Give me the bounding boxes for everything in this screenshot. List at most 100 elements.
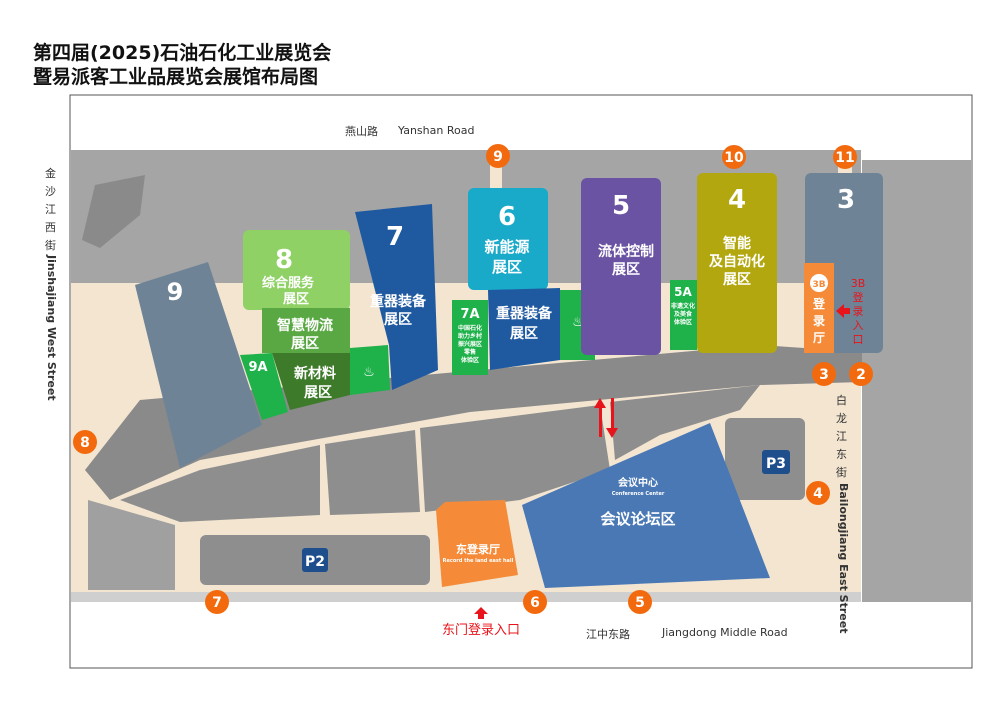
svg-text:沙: 沙 — [45, 185, 56, 198]
land-block — [88, 500, 175, 590]
west-road-cn: 金沙 江西 街 — [45, 166, 56, 252]
hall-3b-number: 3B — [812, 280, 825, 290]
hall-6-new-energy[interactable] — [468, 188, 548, 290]
svg-text:11: 11 — [835, 150, 854, 166]
svg-text:3B: 3B — [851, 277, 866, 290]
hall-4-zone: 智能 — [722, 235, 751, 252]
conference-label-en: Conference Center — [612, 491, 665, 497]
svg-text:西: 西 — [45, 221, 56, 234]
arrow-up-icon — [474, 607, 488, 619]
parking-badge-p2 — [302, 548, 328, 572]
two-way-arrow-icon — [594, 398, 618, 438]
arrow-left-icon — [836, 304, 850, 318]
main-corridor — [85, 345, 862, 500]
hall-6-zone1: 展区 — [492, 258, 522, 276]
hall-4-zone: 及自动化 — [709, 253, 765, 270]
hall-8-zone2: 智慧物流 — [276, 317, 333, 334]
land-block — [610, 385, 760, 460]
svg-text:体验区: 体验区 — [674, 318, 692, 326]
hall-5-number: 5 — [612, 191, 630, 221]
hall-8-materials-zone[interactable] — [272, 353, 350, 410]
hall-5-zone: 流体控制 — [598, 243, 654, 260]
hall-8-zone1: 综合服务 — [262, 275, 315, 291]
svg-text:江: 江 — [836, 430, 847, 443]
hall-7-number: 7 — [386, 222, 404, 252]
north-road-en: Yanshan Road — [397, 124, 474, 137]
hall-7[interactable] — [355, 204, 438, 390]
svg-text:10: 10 — [724, 150, 744, 166]
hall-9[interactable] — [135, 262, 262, 468]
hall-5[interactable] — [581, 178, 661, 355]
gate-9: 9 — [486, 144, 510, 168]
hall-8-food-area[interactable] — [350, 345, 390, 395]
svg-text:街: 街 — [836, 465, 847, 479]
hall-7a-number: 7A — [460, 307, 479, 322]
svg-text:龙: 龙 — [836, 412, 847, 425]
svg-text:登: 登 — [853, 290, 864, 304]
hall-6-zone2: 展区 — [510, 326, 538, 342]
east-road-cn: 白龙 江东 街 — [836, 393, 847, 479]
hall-8-service-zone[interactable] — [243, 230, 350, 310]
hall-4-zone: 展区 — [723, 272, 751, 288]
hall-3b-zone: 录 — [813, 314, 825, 328]
hall-5a-zone: 非遗文化 及美食 体验区 — [671, 302, 695, 326]
hall-3b-zone: 厅 — [813, 331, 825, 345]
east-registration-hall[interactable] — [436, 500, 518, 587]
hall-8-zone2: 展区 — [291, 336, 319, 352]
hall-6-heavy-equipment[interactable] — [488, 288, 560, 370]
hall-9a[interactable] — [240, 353, 288, 420]
hall-7-zone: 展区 — [384, 312, 412, 328]
hall-3b-zone: 登 — [812, 296, 826, 311]
svg-text:金: 金 — [45, 166, 56, 180]
3b-entrance-label: 3B 登 录 入 口 — [851, 277, 866, 346]
east-entrance-label: 东门登录入口 — [442, 623, 520, 638]
svg-text:4: 4 — [813, 486, 823, 502]
hall-6-number: 6 — [498, 202, 516, 232]
hall-7a[interactable] — [452, 300, 488, 375]
svg-text:零售: 零售 — [463, 348, 476, 356]
gate-6: 6 — [523, 590, 547, 614]
svg-text:中国石化: 中国石化 — [458, 324, 482, 332]
gate-3: 3 — [812, 362, 836, 386]
gate-10: 10 — [722, 145, 746, 169]
gate-5: 5 — [628, 590, 652, 614]
svg-text:8: 8 — [80, 435, 90, 451]
parking-label: P2 — [305, 554, 325, 570]
svg-text:入: 入 — [853, 319, 864, 332]
south-road-edge — [71, 592, 861, 602]
hall-5a-number: 5A — [674, 285, 692, 299]
northwest-block — [82, 175, 145, 248]
svg-text:口: 口 — [853, 333, 864, 346]
svg-text:助力乡村: 助力乡村 — [458, 332, 482, 340]
hall-8-logistics-zone[interactable] — [262, 308, 350, 353]
svg-text:6: 6 — [530, 595, 540, 611]
gate-2: 2 — [849, 362, 873, 386]
svg-text:街: 街 — [45, 238, 56, 252]
hall-7-zone: 重器装备 — [370, 293, 427, 310]
hall-5-zone: 展区 — [612, 262, 640, 278]
svg-text:5: 5 — [635, 595, 645, 611]
east-road-en: Bailongjiang East Street — [837, 483, 850, 633]
svg-text:录: 录 — [853, 305, 864, 318]
land-block — [420, 405, 610, 512]
conference-label: 会议中心 — [618, 476, 658, 489]
east-hall-label-en: Record the land east hall — [443, 558, 514, 564]
land-block — [325, 430, 420, 515]
hall-8-zone3: 新材料 — [294, 365, 336, 382]
south-road-en: Jiangdong Middle Road — [661, 626, 788, 639]
map-title-line2: 暨易派客工业品展览会展馆布局图 — [33, 66, 319, 88]
gate-markers: 9 10 11 3 2 8 4 7 6 5 — [73, 144, 873, 614]
hall-4[interactable] — [697, 173, 777, 353]
conference-center[interactable] — [522, 423, 770, 588]
svg-text:江: 江 — [45, 203, 56, 216]
map-title-line1: 第四届(2025)石油石化工业展览会 — [33, 42, 332, 64]
parking-badge-p3 — [762, 450, 790, 474]
west-road-en: Jinshajiang West Street — [45, 254, 58, 401]
svg-text:白: 白 — [836, 393, 847, 407]
gate-7: 7 — [205, 590, 229, 614]
conference-zone: 会议论坛区 — [600, 510, 675, 528]
hall-9-number: 9 — [167, 278, 184, 306]
hall-5a[interactable] — [670, 280, 697, 350]
hall-7a-zone: 中国石化 助力乡村 振兴展区 零售 体验区 — [458, 324, 482, 364]
